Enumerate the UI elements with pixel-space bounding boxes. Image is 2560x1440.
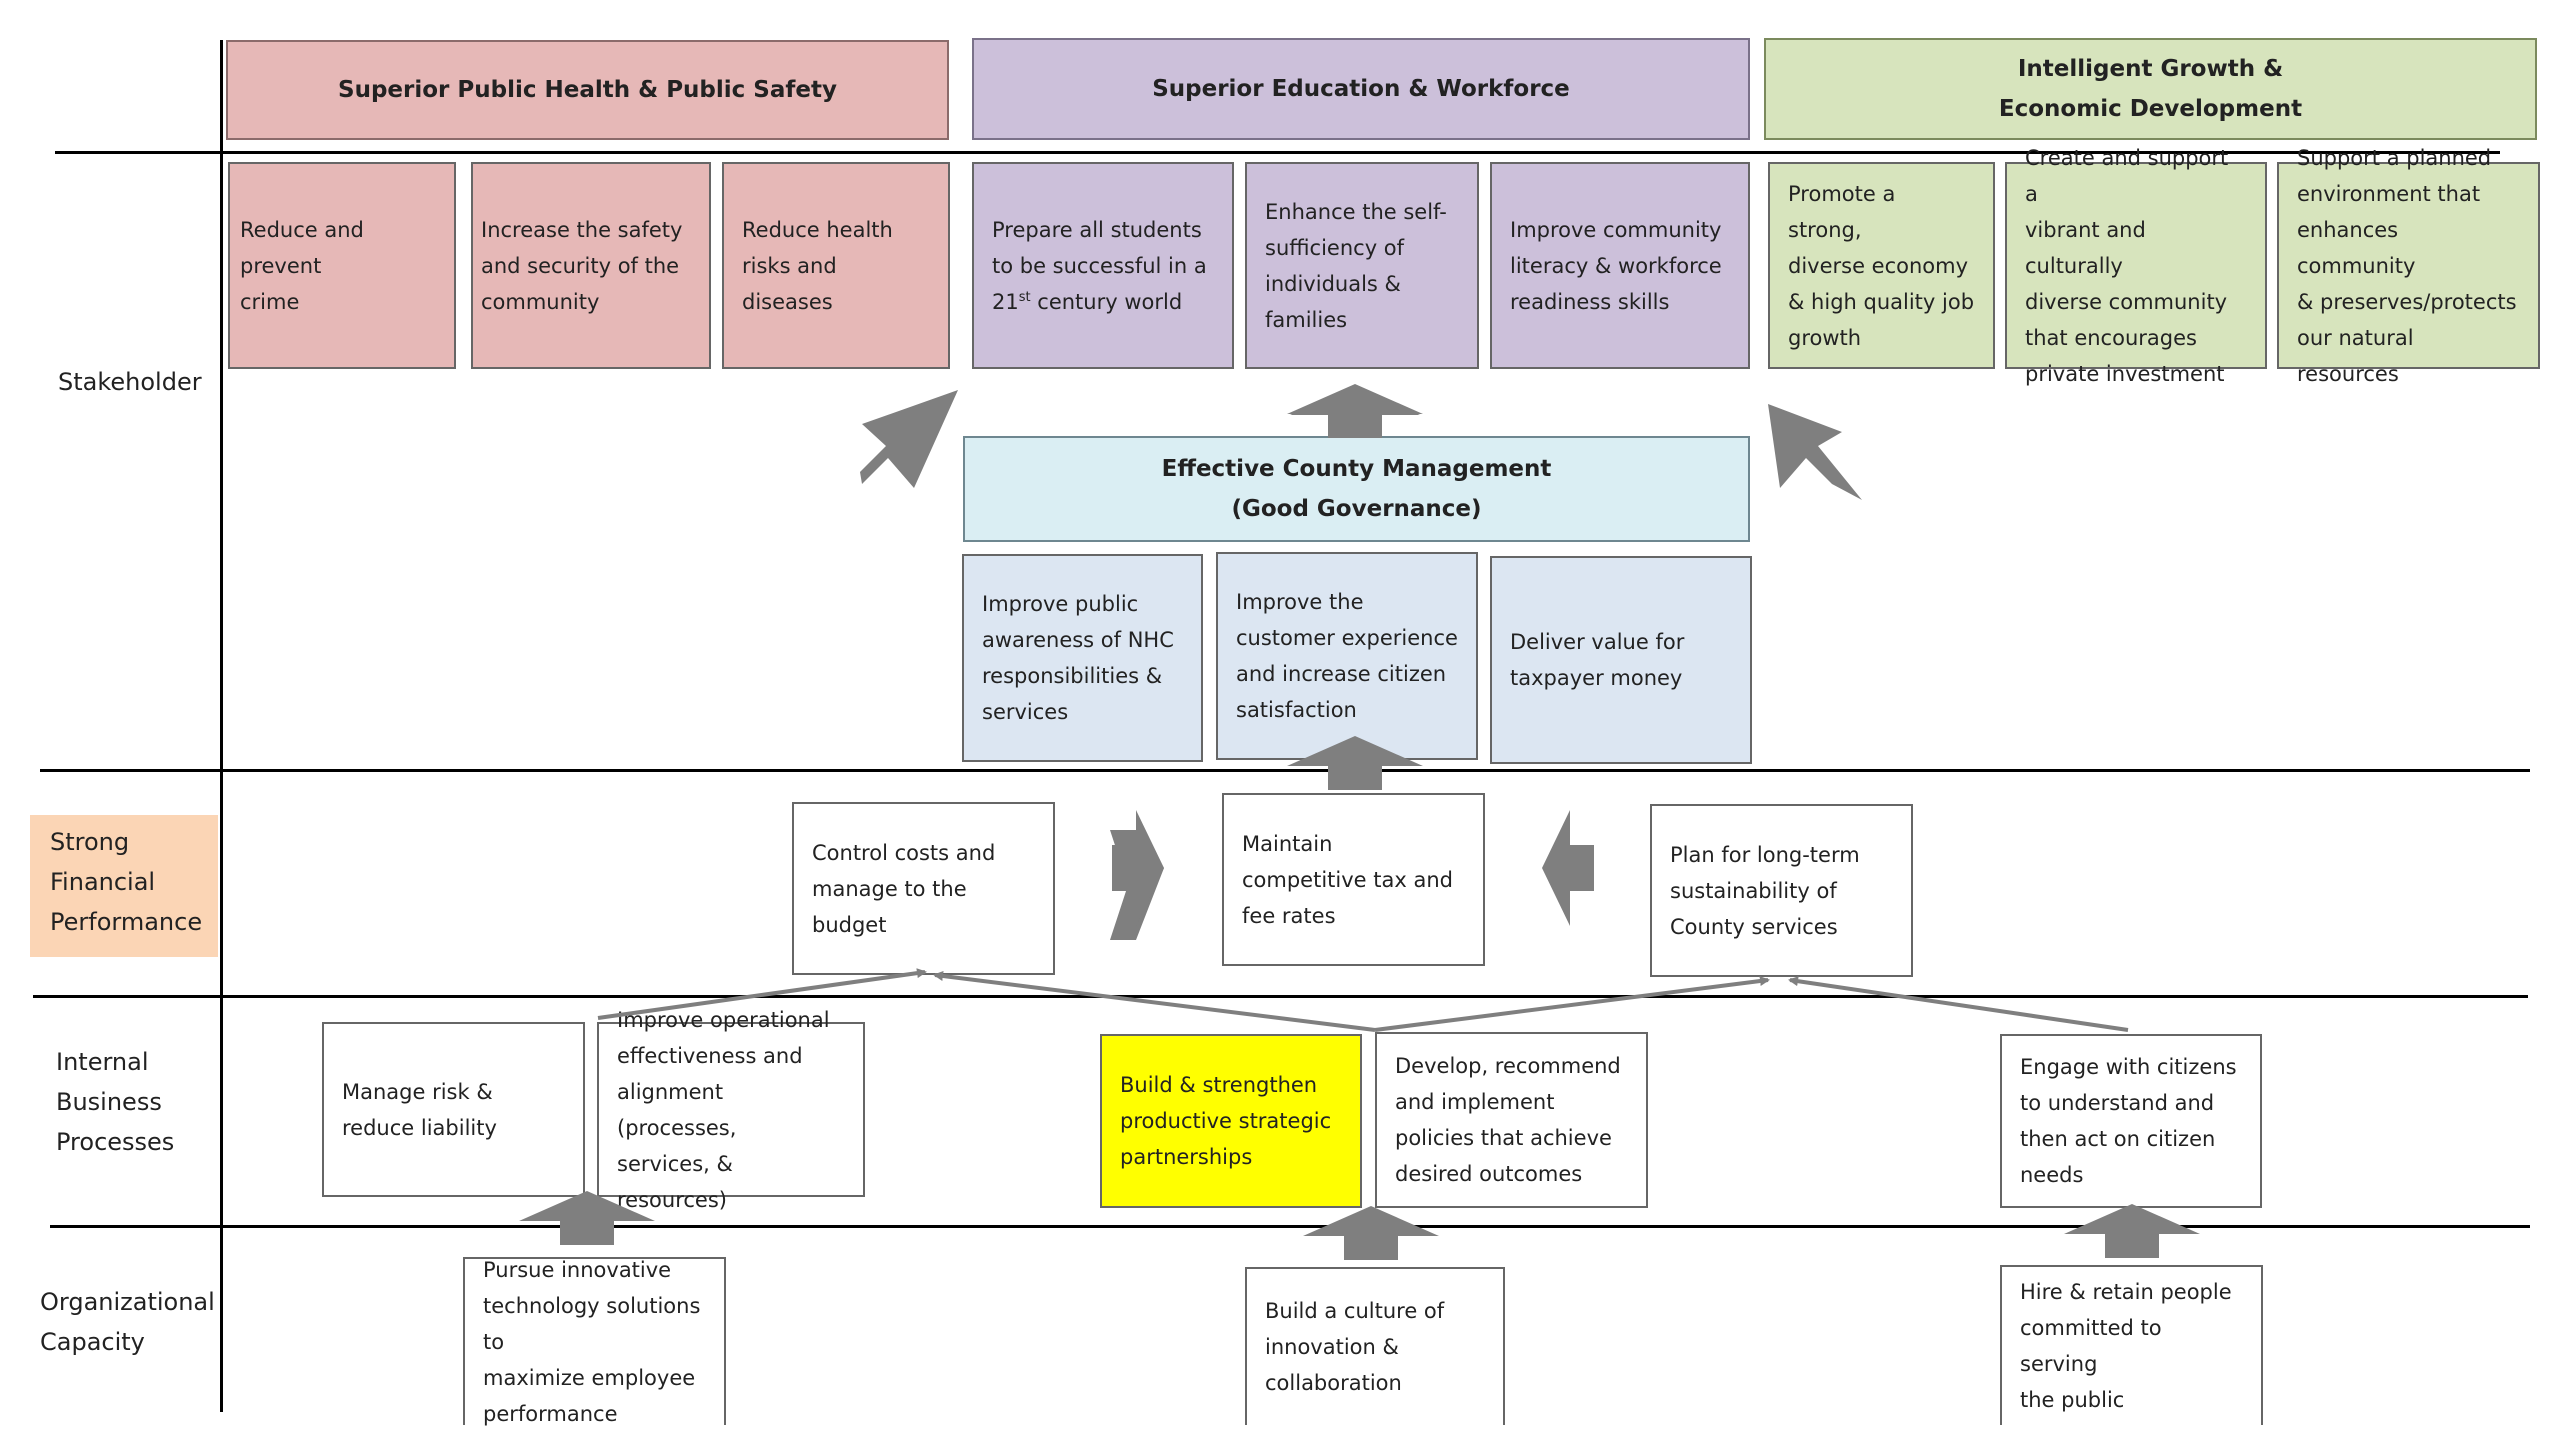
arrow-right-icon (1112, 810, 1164, 926)
arrow-up-icon (1303, 1206, 1439, 1260)
arrow-diagonal-icon (1768, 404, 1862, 500)
arrow-diagonal-icon (860, 390, 958, 488)
arrow-up-icon (2064, 1204, 2200, 1258)
category-public-health: Superior Public Health & Public Safety (226, 40, 949, 140)
category-growth: Intelligent Growth &Economic Development (1764, 38, 2537, 140)
row-label-divider (220, 40, 223, 1412)
objective-strong-economy: Promote a strong,diverse economy& high q… (1768, 162, 1995, 369)
divider-category (55, 151, 2500, 154)
category-education: Superior Education & Workforce (972, 38, 1750, 140)
governance-header: Effective County Management(Good Governa… (963, 436, 1750, 542)
arrow-up-icon (1287, 384, 1423, 438)
divider-stakeholder (40, 769, 2530, 772)
arrow-left-icon (1542, 810, 1594, 926)
objective-prepare-students: Prepare all students to be successful in… (972, 162, 1234, 369)
connector-arrow (1788, 976, 2129, 1032)
arrow-up-icon (1290, 385, 1420, 438)
connector-arrow (933, 971, 1376, 1032)
connector-arrow (1374, 976, 1770, 1032)
row-label-stakeholder: Stakeholder (58, 368, 202, 396)
divider-financial (33, 995, 2528, 998)
divider-internal (50, 1225, 2530, 1228)
objective-manage-risk: Manage risk &reduce liability (322, 1022, 585, 1197)
financial-label-background (30, 815, 218, 957)
arrow-right-icon (1110, 830, 1164, 940)
